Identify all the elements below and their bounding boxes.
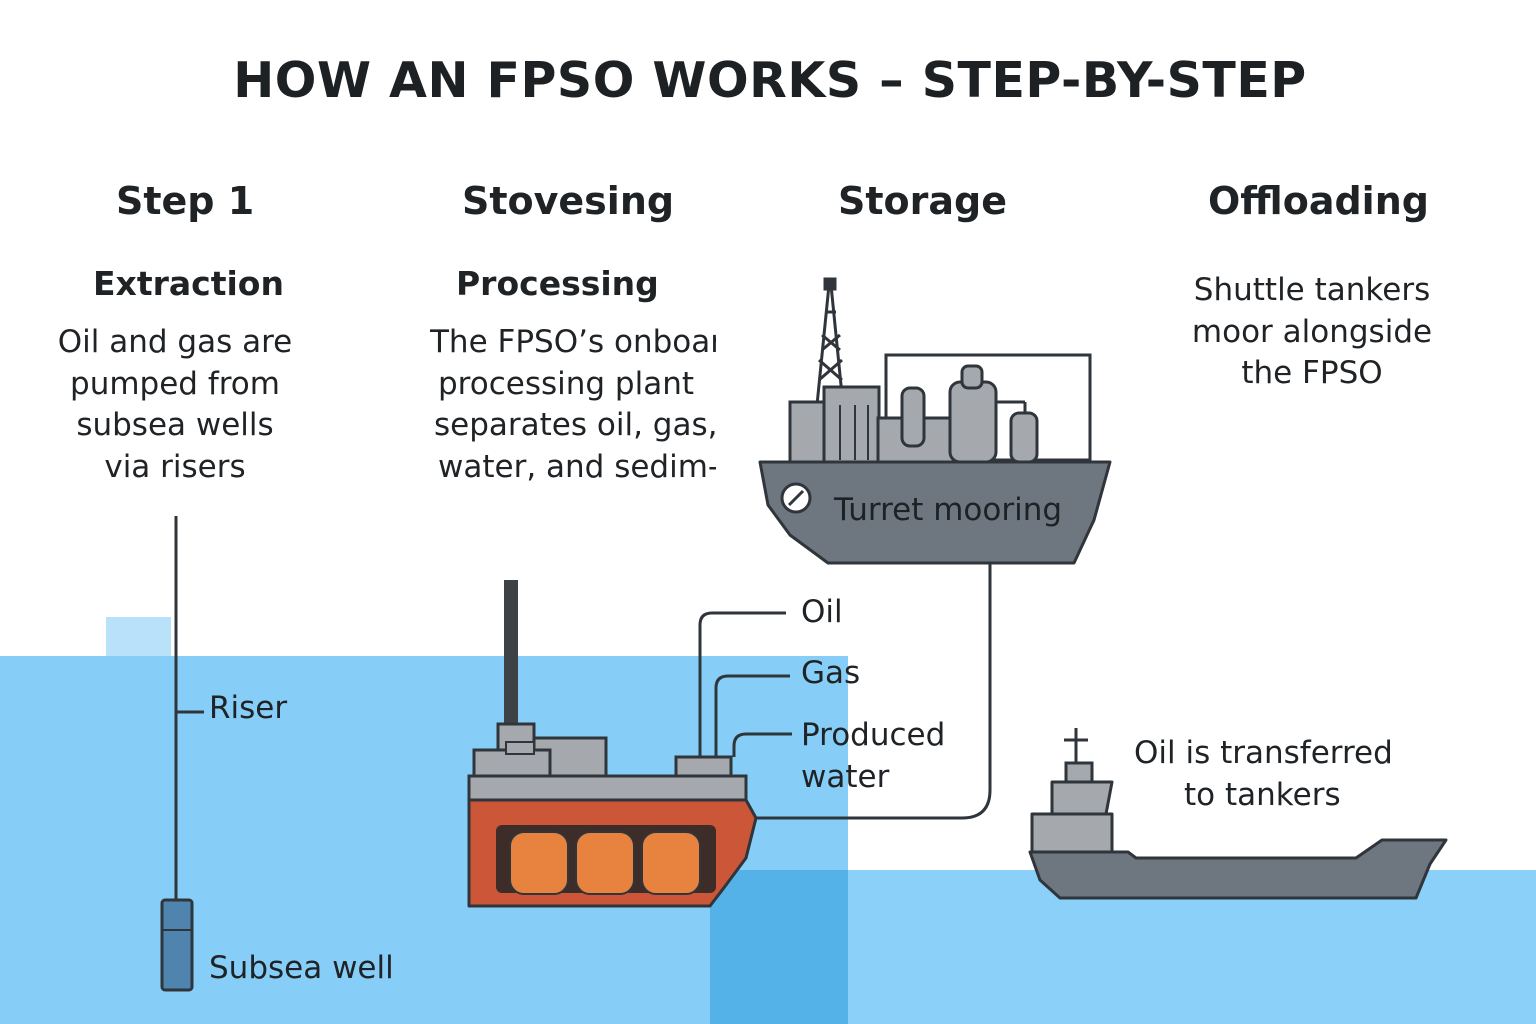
description-line: subsea wells	[76, 407, 274, 443]
tanker-hull	[1028, 838, 1448, 900]
offloading-description: Shuttle tankers moor alongside the FPSO	[1166, 270, 1458, 395]
sea-sky-notch	[848, 656, 1536, 870]
processing-description: The FPSO’s onboard processing plant sepa…	[430, 322, 716, 492]
compass-icon	[780, 482, 812, 514]
sea-deep-band	[710, 870, 848, 1024]
description-line: Oil and gas are	[57, 324, 293, 360]
step-4-heading: Offloading	[1208, 179, 1429, 223]
shuttle-tanker	[1028, 728, 1448, 900]
gas-label: Gas	[801, 655, 861, 691]
transfer-line: Oil is transferred	[1134, 735, 1393, 771]
description-line: processing plant	[438, 365, 695, 402]
description-line: Shuttle tankers	[1193, 272, 1431, 308]
derrick	[815, 277, 845, 406]
step-3-heading: Storage	[838, 179, 1007, 223]
subsea-well	[160, 898, 194, 992]
description-line: moor alongside	[1191, 313, 1433, 350]
fpso-vessel	[467, 580, 758, 908]
extraction-description: Oil and gas are pumped from subsea wells…	[30, 322, 320, 488]
riser-label: Riser	[209, 690, 288, 726]
processing-heading: Processing	[456, 264, 659, 303]
produced-water-line: water	[801, 759, 890, 795]
water-pipe	[732, 732, 792, 757]
transfer-line: to tankers	[1184, 777, 1341, 813]
transfer-label: Oil is transferred to tankers	[1134, 732, 1393, 816]
description-line: pumped from	[70, 365, 280, 402]
step-2-heading: Stovesing	[462, 179, 675, 223]
flare-stack	[504, 580, 518, 740]
oil-label: Oil	[801, 594, 843, 630]
turret-mooring-label: Turret mooring	[834, 492, 1063, 528]
tank-3	[641, 831, 701, 895]
extraction-heading: Extraction	[93, 264, 284, 303]
mooring-line	[757, 563, 992, 820]
produced-water-line: Produced	[801, 717, 946, 753]
description-line: The FPSO’s onboard	[430, 324, 716, 360]
storage-hull	[758, 460, 1112, 565]
description-line: separates oil, gas,	[434, 407, 716, 443]
tank-1	[509, 831, 569, 895]
sea-surface-highlight	[106, 617, 171, 657]
description-line: water, and sedim-	[438, 448, 716, 485]
subsea-well-label: Subsea well	[209, 950, 394, 986]
step-1-heading: Step 1	[116, 179, 255, 223]
storage-vessel	[758, 277, 1112, 565]
produced-water-label: Produced water	[801, 714, 945, 798]
description-line: the FPSO	[1241, 355, 1383, 391]
oil-pipe	[698, 611, 786, 757]
gas-pipe	[714, 674, 790, 757]
page-title: HOW AN FPSO WORKS – STEP-BY-STEP	[233, 52, 1307, 109]
tank-2	[575, 831, 635, 895]
description-line: via risers	[104, 448, 246, 485]
